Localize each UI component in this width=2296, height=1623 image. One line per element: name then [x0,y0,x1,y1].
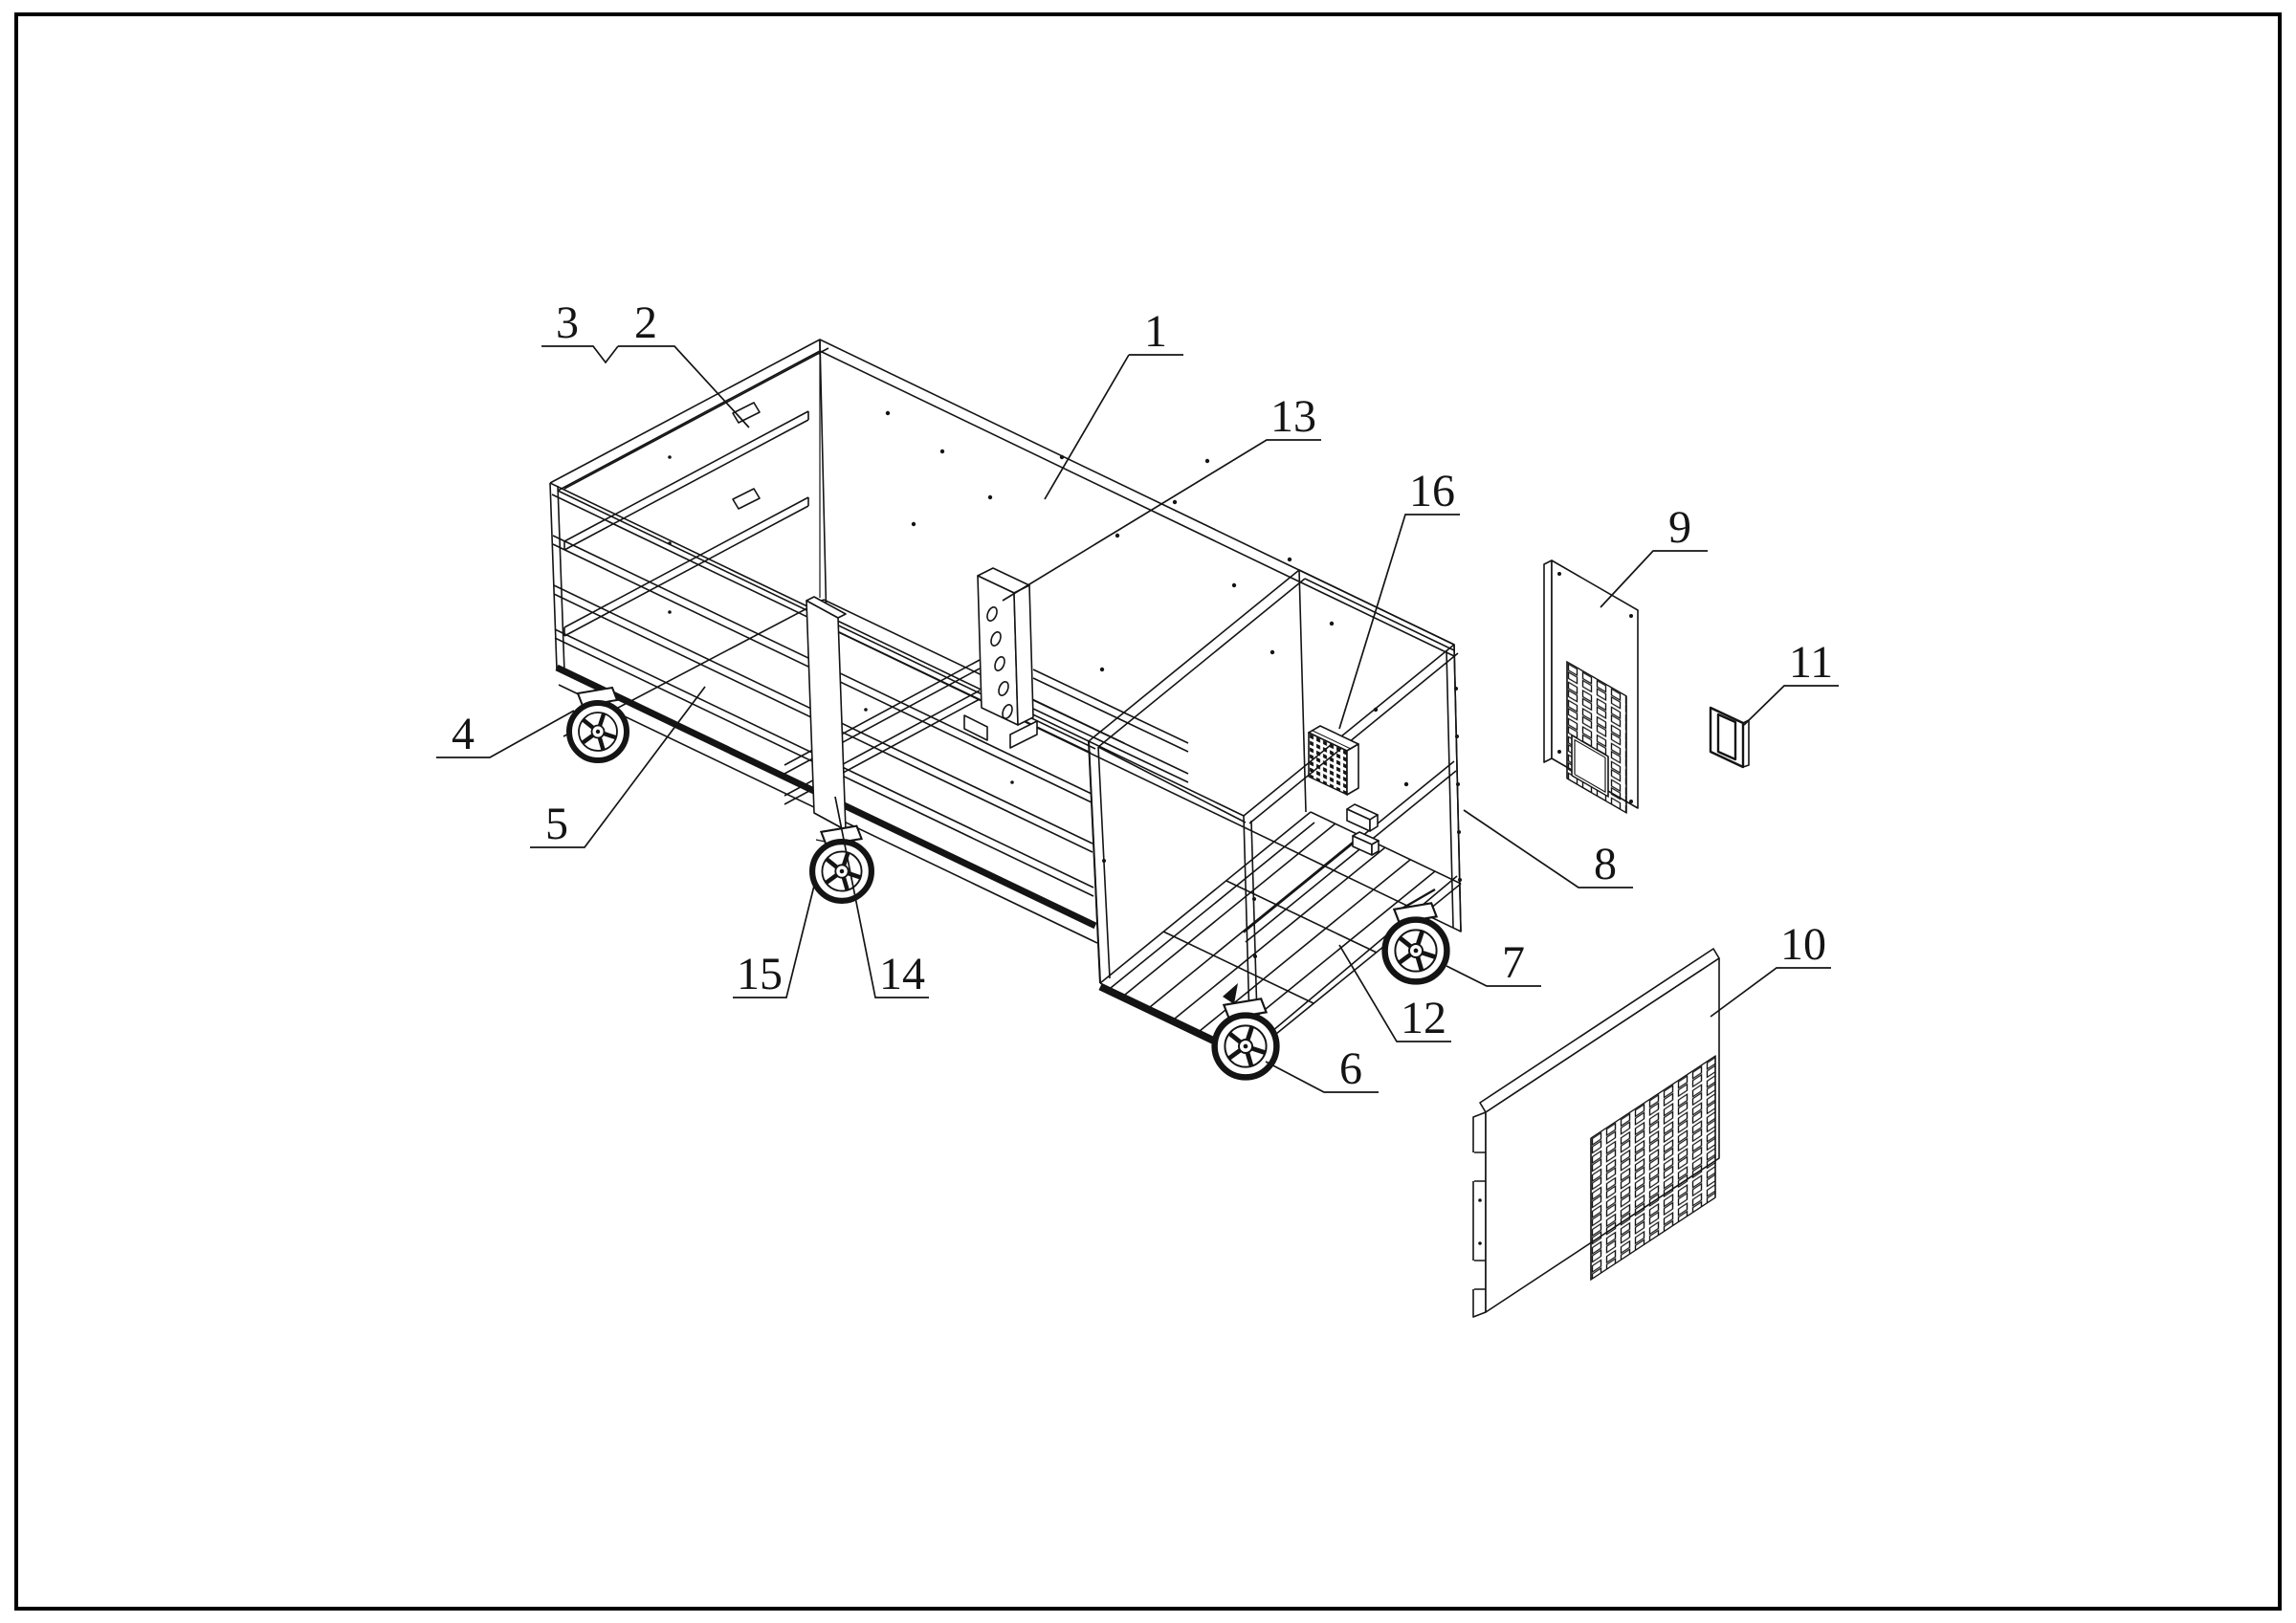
leader-line-8 [1463,809,1633,888]
leader-line-16 [1338,514,1460,730]
part-label-14: 14 [879,949,925,999]
inner-rails [563,402,809,637]
leader-line-10 [1710,967,1831,1018]
bracket-holes [986,606,1013,719]
sheet-border [14,12,2282,1611]
part-label-4: 4 [452,709,475,759]
caster-lock-lever [1223,983,1238,1004]
leader-line-13 [1002,439,1321,602]
bracket-column [784,567,1189,805]
cart-assembly [549,339,1462,1063]
vent-panel-small [1543,559,1639,814]
vent-panel-large [1469,948,1720,1318]
mounting-lugs [1346,803,1380,856]
part-label-16: 16 [1409,466,1455,516]
leader-line-11 [1743,685,1839,726]
square-frame [1709,706,1750,769]
leader-line-7 [1446,965,1541,987]
leader-line-9 [1600,550,1708,608]
part-label-10: 10 [1780,919,1826,970]
leader-line-1 [1044,354,1183,500]
leader-line-5 [530,686,706,848]
part-label-7: 7 [1502,937,1525,988]
part-label-15: 15 [737,949,783,999]
back-wall [819,339,1462,932]
part-label-12: 12 [1401,993,1446,1043]
leader-line-15 [733,881,816,998]
mid-post [806,596,847,846]
leader-line-14 [834,796,929,998]
callout-labels: 1 2 3 4 5 6 7 8 9 10 11 12 13 14 15 16 [452,297,1833,1094]
part-label-5: 5 [545,799,568,849]
part-label-9: 9 [1668,502,1691,553]
terminal-block [1308,725,1359,796]
part-label-6: 6 [1339,1043,1362,1094]
post-holes [1102,687,1462,958]
part-label-11: 11 [1789,637,1833,688]
part-label-3: 3 [556,297,579,348]
part-label-13: 13 [1270,391,1316,442]
leader-line-12 [1338,944,1451,1042]
rail-bracket-lower [732,488,761,510]
rail-bracket-upper [732,402,761,424]
leader-line-3 [541,345,619,364]
callout-leaders [436,345,1839,1093]
leader-line-4 [436,710,575,758]
leader-line-6 [1265,1061,1379,1093]
wheel-middle [812,826,872,901]
part-label-1: 1 [1144,306,1167,357]
leader-line-2 [618,345,750,428]
part-label-2: 2 [634,297,657,348]
part-label-8: 8 [1594,839,1617,889]
